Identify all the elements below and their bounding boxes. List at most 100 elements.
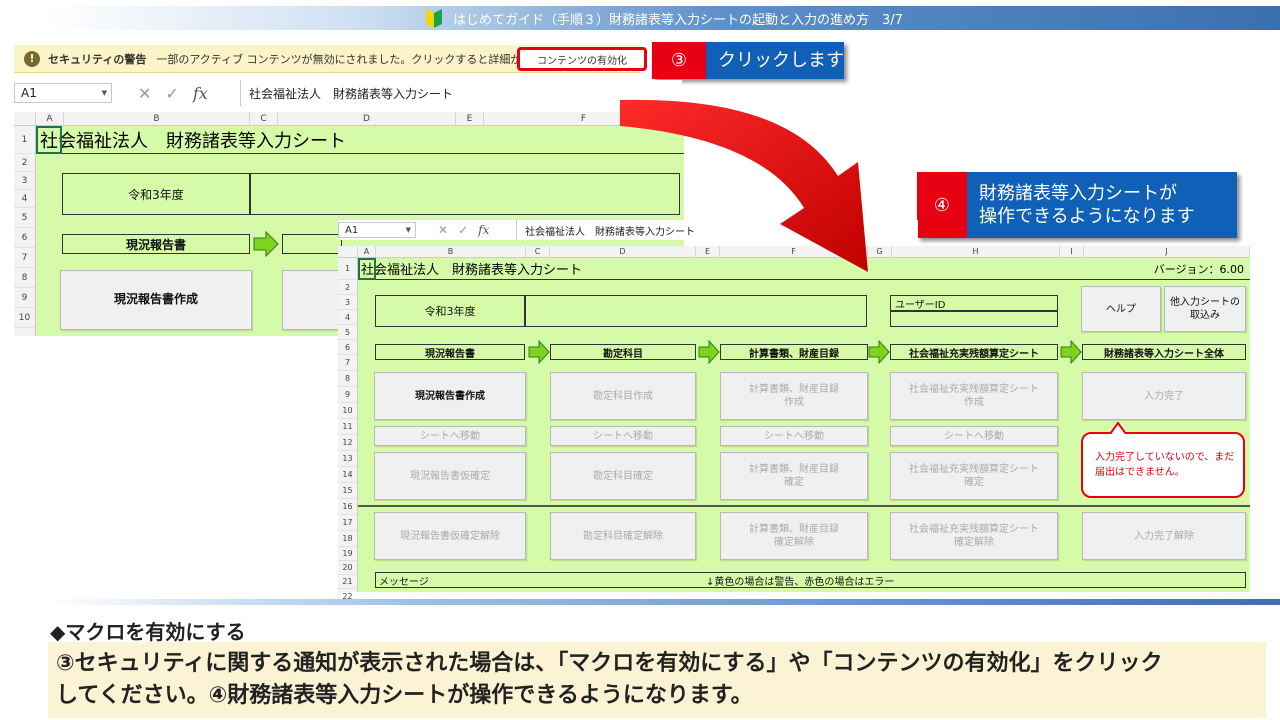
kanjo-confirm-button[interactable]: 勘定科目確定 bbox=[550, 452, 696, 500]
row-header[interactable]: 14 bbox=[338, 467, 357, 483]
col-header[interactable]: A bbox=[36, 112, 64, 125]
function-icon[interactable]: fx bbox=[478, 223, 490, 237]
jujitsu-create-button[interactable]: 社会福祉充実残額算定シート 作成 bbox=[890, 372, 1058, 420]
col-header[interactable]: D bbox=[278, 112, 456, 125]
cancel-icon[interactable]: ✕ bbox=[438, 223, 449, 237]
kanjo-create-button[interactable]: 勘定科目作成 bbox=[550, 372, 696, 420]
step-arrow-icon bbox=[698, 340, 720, 364]
front-formula-bar: A1 ▼ ✕ ✓ fx 社会福祉法人 財務諸表等入力シート bbox=[338, 220, 918, 240]
function-icon[interactable]: fx bbox=[192, 83, 208, 103]
front-fiscal-year-value[interactable] bbox=[525, 295, 867, 327]
step-arrow-icon bbox=[1060, 340, 1082, 364]
genkyo-confirm-button[interactable]: 現況報告書仮確定 bbox=[374, 452, 526, 500]
callout-step4-text: 財務諸表等入力シートが 操作できるようになります bbox=[967, 172, 1237, 238]
red-curved-arrow-icon bbox=[620, 99, 868, 272]
user-id-input[interactable] bbox=[890, 311, 1058, 327]
warning-note-line2: 届出はできません。 bbox=[1095, 467, 1185, 478]
kanjo-unconfirm-button[interactable]: 勘定科目確定解除 bbox=[550, 512, 696, 560]
row-header[interactable]: 9 bbox=[14, 288, 35, 308]
row-header[interactable]: 10 bbox=[338, 403, 357, 419]
step-arrow-icon bbox=[868, 340, 890, 364]
row-header[interactable]: 2 bbox=[338, 280, 357, 295]
row-header[interactable]: 18 bbox=[338, 531, 357, 547]
back-genkyo-create-button[interactable]: 現況報告書作成 bbox=[60, 270, 252, 330]
kanjo-move-button[interactable]: シートへ移動 bbox=[550, 426, 696, 446]
selected-cell-a1[interactable] bbox=[36, 126, 62, 154]
back-column-headers: A B C D E F bbox=[14, 112, 684, 126]
check-icon[interactable]: ✓ bbox=[458, 223, 469, 237]
col-header[interactable]: H bbox=[892, 246, 1060, 257]
keisan-confirm-button[interactable]: 計算書類、財産目録 確定 bbox=[720, 452, 868, 500]
row-header[interactable]: 8 bbox=[14, 268, 35, 288]
back-next-button[interactable] bbox=[282, 270, 342, 330]
row-header[interactable]: 11 bbox=[338, 419, 357, 435]
col-header[interactable]: C bbox=[250, 112, 278, 125]
col-header[interactable]: B bbox=[64, 112, 250, 125]
step-kanjo: 勘定科目 bbox=[550, 344, 696, 360]
row-header[interactable]: 9 bbox=[338, 387, 357, 403]
row-header[interactable]: 4 bbox=[14, 190, 35, 208]
col-header[interactable]: C bbox=[526, 246, 550, 257]
help-button[interactable]: ヘルプ bbox=[1081, 286, 1161, 332]
keisan-move-button[interactable]: シートへ移動 bbox=[720, 426, 868, 446]
button-line: 作成 bbox=[784, 397, 804, 408]
selected-cell-a1[interactable] bbox=[358, 258, 376, 280]
row-header[interactable]: 3 bbox=[14, 172, 35, 190]
step-zentai: 財務諸表等入力シート全体 bbox=[1082, 344, 1246, 360]
back-formula-content[interactable]: 社会福祉法人 財務諸表等入力シート bbox=[240, 80, 682, 106]
warning-note-line1: 入力完了していないので、まだ bbox=[1095, 452, 1235, 463]
col-header[interactable]: A bbox=[358, 246, 376, 257]
row-header[interactable]: 2 bbox=[14, 154, 35, 172]
row-header[interactable]: 5 bbox=[338, 325, 357, 340]
back-name-box[interactable]: A1 ▼ bbox=[14, 82, 112, 104]
col-header[interactable]: J bbox=[1084, 246, 1250, 257]
row-header[interactable]: 7 bbox=[14, 248, 35, 268]
col-header[interactable]: G bbox=[868, 246, 892, 257]
row-header[interactable]: 3 bbox=[338, 295, 357, 310]
col-header[interactable]: E bbox=[696, 246, 720, 257]
cancel-icon[interactable]: ✕ bbox=[138, 83, 152, 103]
row-header[interactable]: 6 bbox=[338, 340, 357, 355]
row-header[interactable]: 10 bbox=[14, 308, 35, 328]
col-header[interactable]: D bbox=[550, 246, 696, 257]
row-header[interactable]: 19 bbox=[338, 547, 357, 561]
jujitsu-move-button[interactable]: シートへ移動 bbox=[890, 426, 1058, 446]
instruction-box: ③セキュリティに関する通知が表示された場合は、「マクロを有効にする」や「コンテン… bbox=[48, 642, 1266, 718]
col-header[interactable]: F bbox=[720, 246, 868, 257]
row-header[interactable]: 5 bbox=[14, 208, 35, 228]
input-complete-button[interactable]: 入力完了 bbox=[1082, 372, 1246, 420]
row-header[interactable]: 12 bbox=[338, 435, 357, 451]
row-header[interactable]: 8 bbox=[338, 371, 357, 387]
col-header[interactable]: B bbox=[376, 246, 526, 257]
jujitsu-confirm-button[interactable]: 社会福祉充実残額算定シート 確定 bbox=[890, 452, 1058, 500]
front-name-box[interactable]: A1 ▼ bbox=[338, 222, 416, 238]
row-header[interactable]: 1 bbox=[338, 258, 357, 280]
keisan-create-button[interactable]: 計算書類、財産目録 作成 bbox=[720, 372, 868, 420]
row-header[interactable]: 13 bbox=[338, 451, 357, 467]
back-fiscal-year-value[interactable] bbox=[250, 173, 680, 215]
security-warning-bar[interactable]: ! セキュリティの警告 一部のアクティブ コンテンツが無効にされました。クリック… bbox=[14, 45, 647, 73]
jujitsu-unconfirm-button[interactable]: 社会福祉充実残額算定シート 確定解除 bbox=[890, 512, 1058, 560]
genkyo-move-button[interactable]: シートへ移動 bbox=[374, 426, 526, 446]
col-header[interactable]: I bbox=[1060, 246, 1084, 257]
keisan-unconfirm-button[interactable]: 計算書類、財産目録 確定解除 bbox=[720, 512, 868, 560]
row-header[interactable]: 21 bbox=[338, 575, 357, 589]
row-header[interactable]: 17 bbox=[338, 515, 357, 531]
row-header[interactable]: 20 bbox=[338, 561, 357, 575]
row-header[interactable]: 16 bbox=[338, 499, 357, 515]
import-other-sheet-button[interactable]: 他入力シートの 取込み bbox=[1164, 286, 1246, 332]
back-sheet-title: 社会福祉法人 財務諸表等入力シート bbox=[36, 126, 684, 154]
input-complete-unconfirm-button[interactable]: 入力完了解除 bbox=[1082, 512, 1246, 560]
check-icon[interactable]: ✓ bbox=[165, 83, 179, 103]
genkyo-unconfirm-button[interactable]: 現況報告書仮確定解除 bbox=[374, 512, 526, 560]
row-header[interactable]: 7 bbox=[338, 355, 357, 371]
enable-content-button[interactable]: コンテンツの有効化 bbox=[517, 47, 647, 71]
front-formula-content[interactable]: 社会福祉法人 財務諸表等入力シート bbox=[516, 220, 918, 240]
genkyo-create-button[interactable]: 現況報告書作成 bbox=[374, 372, 526, 420]
row-header[interactable]: 4 bbox=[338, 310, 357, 325]
row-header[interactable]: 6 bbox=[14, 228, 35, 248]
row-header[interactable]: 1 bbox=[14, 126, 35, 154]
row-header[interactable]: 15 bbox=[338, 483, 357, 499]
slide-title-bar: はじめてガイド（手順３）財務諸表等入力シートの起動と入力の進め方 3/7 bbox=[48, 6, 1280, 30]
col-header[interactable]: E bbox=[456, 112, 484, 125]
